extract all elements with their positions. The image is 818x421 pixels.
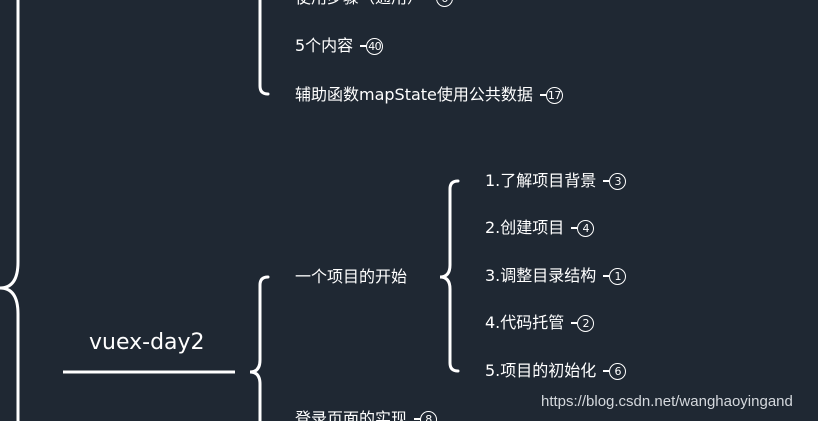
count-badge[interactable]: 1 [609, 267, 627, 285]
node-adjust-directory[interactable]: 3.调整目录结构 1 [485, 266, 627, 286]
node-create-project[interactable]: 2.创建项目 4 [485, 218, 595, 238]
count-badge[interactable]: 8 [420, 410, 438, 421]
node-label: 5.项目的初始化 [485, 361, 597, 380]
upper-group-brace [258, 0, 270, 96]
node-label: 3.调整目录结构 [485, 266, 597, 285]
node-login-page[interactable]: 登录页面的实现 8 [295, 409, 438, 421]
node-usage-steps[interactable]: 使用步骤（通用） 6 [295, 0, 454, 8]
node-project-start[interactable]: 一个项目的开始 [295, 267, 407, 287]
node-label: 1.了解项目背景 [485, 171, 597, 190]
root-node-label[interactable]: vuex-day2 [89, 330, 205, 355]
node-code-hosting[interactable]: 4.代码托管 2 [485, 313, 595, 333]
node-label: 登录页面的实现 [295, 409, 408, 421]
node-label: 使用步骤（通用） [295, 0, 423, 8]
node-label: 一个项目的开始 [295, 267, 408, 286]
node-understand-background[interactable]: 1.了解项目背景 3 [485, 171, 627, 191]
count-badge[interactable]: 2 [577, 314, 595, 332]
node-mapstate-helper[interactable]: 辅助函数mapState使用公共数据 17 [295, 85, 563, 105]
node-label: 4.代码托管 [485, 313, 565, 332]
watermark-text: https://blog.csdn.net/wanghaoyingand [541, 393, 793, 410]
connector-dash [539, 94, 546, 96]
connector-dash [603, 275, 610, 277]
count-badge[interactable]: 6 [609, 362, 627, 380]
connector-dash [414, 418, 421, 420]
connector-dash [603, 180, 610, 182]
connector-dash [360, 45, 367, 47]
count-badge[interactable]: 4 [577, 219, 595, 237]
node-project-init[interactable]: 5.项目的初始化 6 [485, 361, 627, 381]
connector-dash [571, 227, 578, 229]
count-badge[interactable]: 6 [436, 0, 454, 7]
node-label: 辅助函数mapState使用公共数据 [295, 85, 533, 104]
node-label: 2.创建项目 [485, 218, 565, 237]
connector-dash [571, 322, 578, 324]
root-brace [249, 275, 270, 421]
left-main-brace [0, 0, 20, 421]
node-label: 5个内容 [295, 36, 354, 55]
count-badge[interactable]: 3 [609, 172, 627, 190]
node-five-contents[interactable]: 5个内容 40 [295, 36, 384, 56]
connector-dash [603, 370, 610, 372]
count-badge[interactable]: 40 [366, 37, 384, 55]
count-badge[interactable]: 17 [545, 86, 563, 104]
project-brace [439, 179, 460, 373]
